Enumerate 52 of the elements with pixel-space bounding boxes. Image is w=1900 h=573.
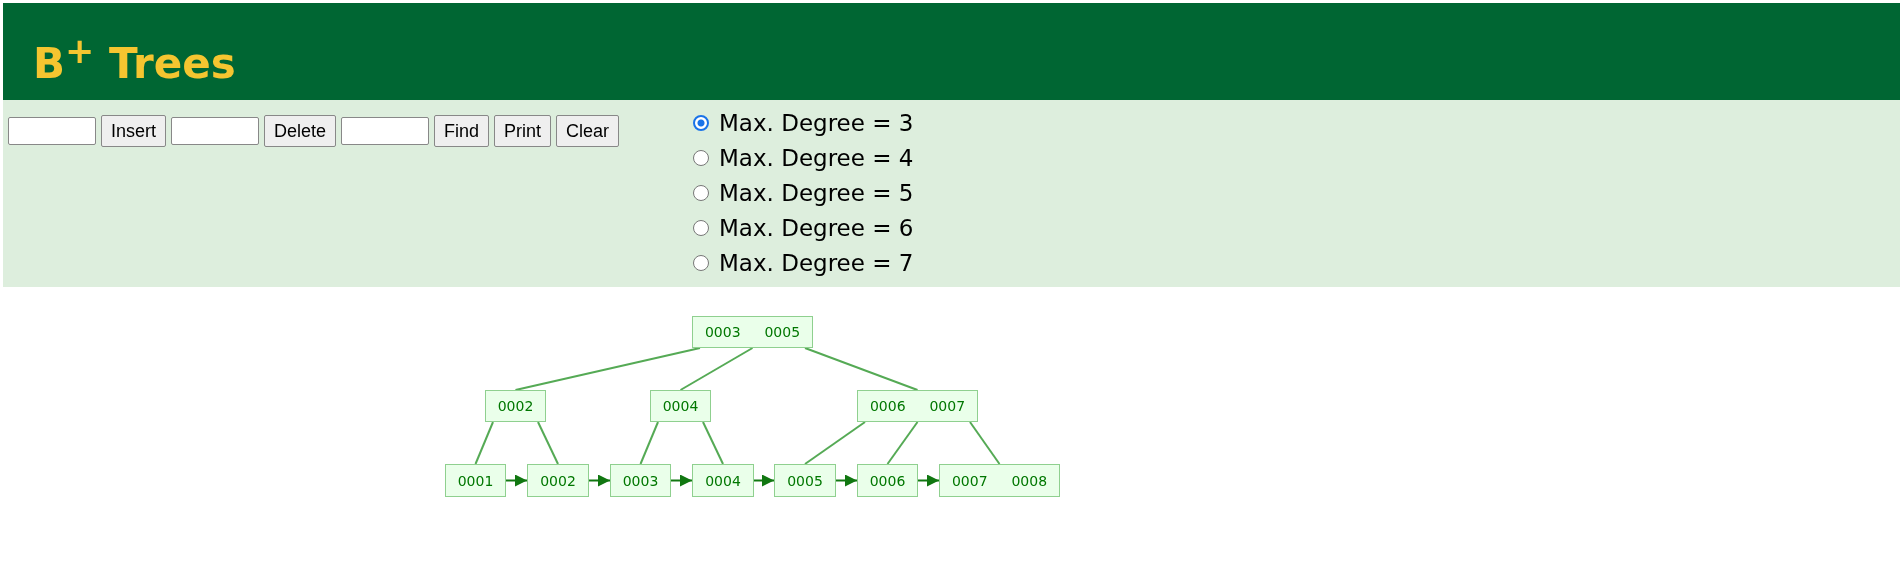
tree-node	[692, 464, 754, 497]
tree-node	[650, 390, 711, 422]
action-button: Find	[434, 115, 490, 147]
node-key: 0007	[951, 472, 988, 489]
node-key: 0002	[497, 398, 534, 414]
connector-line	[702, 421, 724, 465]
node-key: 0006	[869, 398, 906, 414]
action-button: Clear	[556, 115, 620, 147]
radio-label: Max. Degree = 4	[719, 145, 914, 171]
node-key: 0005	[764, 324, 801, 340]
node-key: 0008	[1011, 472, 1048, 489]
arrow	[917, 474, 940, 487]
tree-node	[485, 390, 546, 422]
action-button: Print	[494, 115, 552, 147]
connector-line	[969, 421, 1001, 465]
arrow	[670, 474, 693, 487]
arrow	[753, 474, 775, 487]
connector-line	[804, 347, 919, 391]
connector-line	[679, 347, 754, 391]
radio-label: Max. Degree = 3	[719, 110, 914, 136]
tree-node	[445, 464, 506, 497]
tree-node	[939, 464, 1060, 497]
tree-node	[610, 464, 671, 497]
page-title: B$^{+}$ Trees	[33, 30, 236, 89]
connector-line	[804, 421, 866, 465]
action-button: Insert	[101, 115, 167, 147]
radio-label: Max. Degree = 6	[719, 215, 914, 241]
radio-label: Max. Degree = 7	[719, 250, 914, 276]
tree-node	[527, 464, 589, 497]
tree-node	[857, 390, 978, 422]
arrow	[588, 474, 611, 487]
node-key: 0007	[929, 398, 966, 414]
connector-line	[537, 421, 559, 465]
node-key: 0006	[869, 472, 906, 489]
tree-node	[857, 464, 918, 497]
tree-node	[692, 316, 813, 348]
connector-line	[474, 421, 494, 465]
node-key: 0001	[457, 472, 494, 489]
connector-line	[639, 421, 659, 465]
node-key: 0004	[662, 398, 699, 414]
arrow	[835, 474, 858, 487]
node-key: 0003	[622, 472, 659, 489]
radio-label: Max. Degree = 5	[719, 180, 914, 206]
tree-node	[774, 464, 836, 497]
connector-line	[514, 347, 701, 391]
action-button: Delete	[264, 115, 337, 147]
node-key: 0005	[787, 472, 823, 489]
node-key: 0003	[704, 324, 741, 340]
arrow	[505, 474, 528, 487]
node-key: 0002	[540, 472, 576, 489]
node-key: 0004	[705, 472, 741, 489]
connector-line	[886, 421, 919, 465]
